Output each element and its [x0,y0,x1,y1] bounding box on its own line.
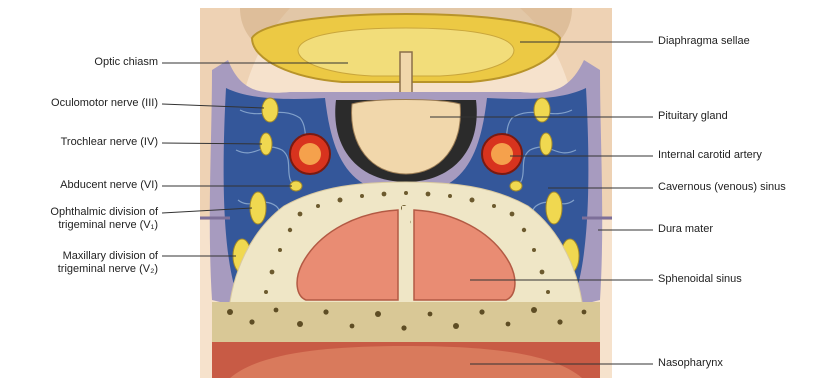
abducent-nerve-right [510,181,522,191]
label-line: Trochlear nerve (IV) [4,136,158,149]
ophthalmic-nerve-left [250,192,266,224]
label-line: trigeminal nerve (V₂) [4,263,158,276]
label-line: Cavernous (venous) sinus [658,181,814,194]
trochlear-nerve-right [540,133,552,155]
label-cavernous: Cavernous (venous) sinus [658,181,814,194]
carotid-left-inner [299,143,321,165]
label-optic-chiasm: Optic chiasm [20,56,158,69]
label-line: Dura mater [658,223,808,236]
label-line: Abducent nerve (VI) [4,179,158,192]
label-abducent: Abducent nerve (VI) [4,179,158,192]
label-line: Maxillary division of [4,250,158,263]
label-line: Oculomotor nerve (III) [4,97,158,110]
label-ophthalmic: Ophthalmic division of trigeminal nerve … [4,206,158,232]
oculomotor-nerve-left [262,98,278,122]
label-maxillary: Maxillary division of trigeminal nerve (… [4,250,158,276]
label-dura: Dura mater [658,223,808,236]
label-line: Diaphragma sellae [658,35,808,48]
label-line: Internal carotid artery [658,149,808,162]
label-line: Sphenoidal sinus [658,273,808,286]
label-oculomotor: Oculomotor nerve (III) [4,97,158,110]
label-carotid: Internal carotid artery [658,149,808,162]
label-line: Pituitary gland [658,110,808,123]
label-pituitary: Pituitary gland [658,110,808,123]
oculomotor-nerve-right [534,98,550,122]
label-line: Ophthalmic division of [4,206,158,219]
label-line: Optic chiasm [20,56,158,69]
ophthalmic-nerve-right [546,192,562,224]
carotid-right-inner [491,143,513,165]
label-sphenoidal: Sphenoidal sinus [658,273,808,286]
label-nasopharynx: Nasopharynx [658,357,808,370]
label-trochlear: Trochlear nerve (IV) [4,136,158,149]
label-diaphragma: Diaphragma sellae [658,35,808,48]
lower-bone-band [212,302,600,342]
label-line: Nasopharynx [658,357,808,370]
label-line: trigeminal nerve (V₁) [4,219,158,232]
